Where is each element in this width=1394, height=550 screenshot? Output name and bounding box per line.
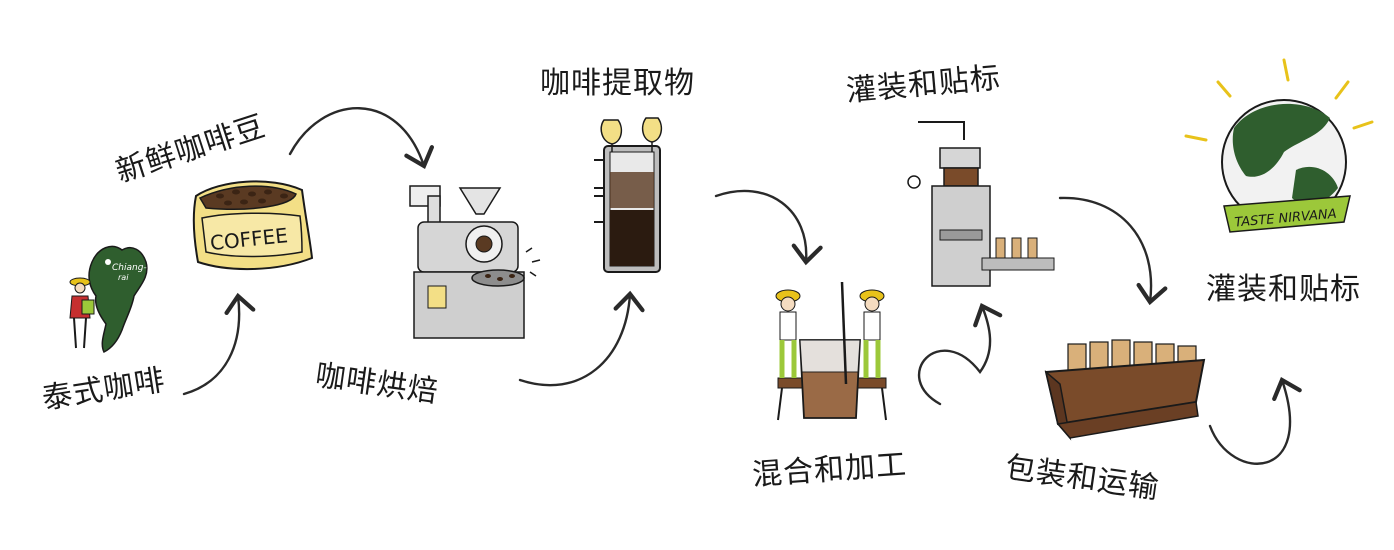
chiang-rai-dot xyxy=(105,259,111,265)
arrow-2-to-3 xyxy=(288,107,434,170)
arrow-4-to-5 xyxy=(714,189,823,266)
right-bag-icon xyxy=(641,117,663,143)
worker-left xyxy=(775,289,801,378)
arrow-1-to-2 xyxy=(182,292,256,396)
arrow-6-to-7 xyxy=(1058,196,1168,306)
map-label-line1: Chiang- xyxy=(112,263,147,273)
bottling-machine-illustration xyxy=(907,121,1055,287)
thailand-map-farmer-illustration: Chiang- rai xyxy=(69,245,148,354)
sun-rays xyxy=(1184,58,1374,142)
globe-badge-illustration: TASTE NIRVANA xyxy=(1184,58,1374,233)
thailand-map-shape xyxy=(88,245,148,354)
arrow-7-to-8 xyxy=(1208,376,1302,465)
worker-right xyxy=(859,289,885,378)
arrow-5-to-6 xyxy=(918,303,1003,406)
map-label-line2: rai xyxy=(118,273,129,282)
coffee-press-illustration xyxy=(594,117,663,273)
flow-arrows xyxy=(182,107,1302,465)
left-bag-icon xyxy=(600,119,623,145)
step-label-extract: 咖啡提取物 xyxy=(540,66,695,101)
step-label-bottling-final: 灌装和贴标 xyxy=(1206,272,1361,307)
arrow-3-to-4 xyxy=(518,290,645,387)
workers-mixing-vat-illustration xyxy=(775,281,887,421)
crate-of-bottles-illustration xyxy=(1044,339,1206,441)
coffee-roaster-machine-illustration xyxy=(409,185,541,339)
coffee-bean-sack-illustration: COFFEE xyxy=(192,180,314,271)
farmer-figure xyxy=(69,277,95,349)
